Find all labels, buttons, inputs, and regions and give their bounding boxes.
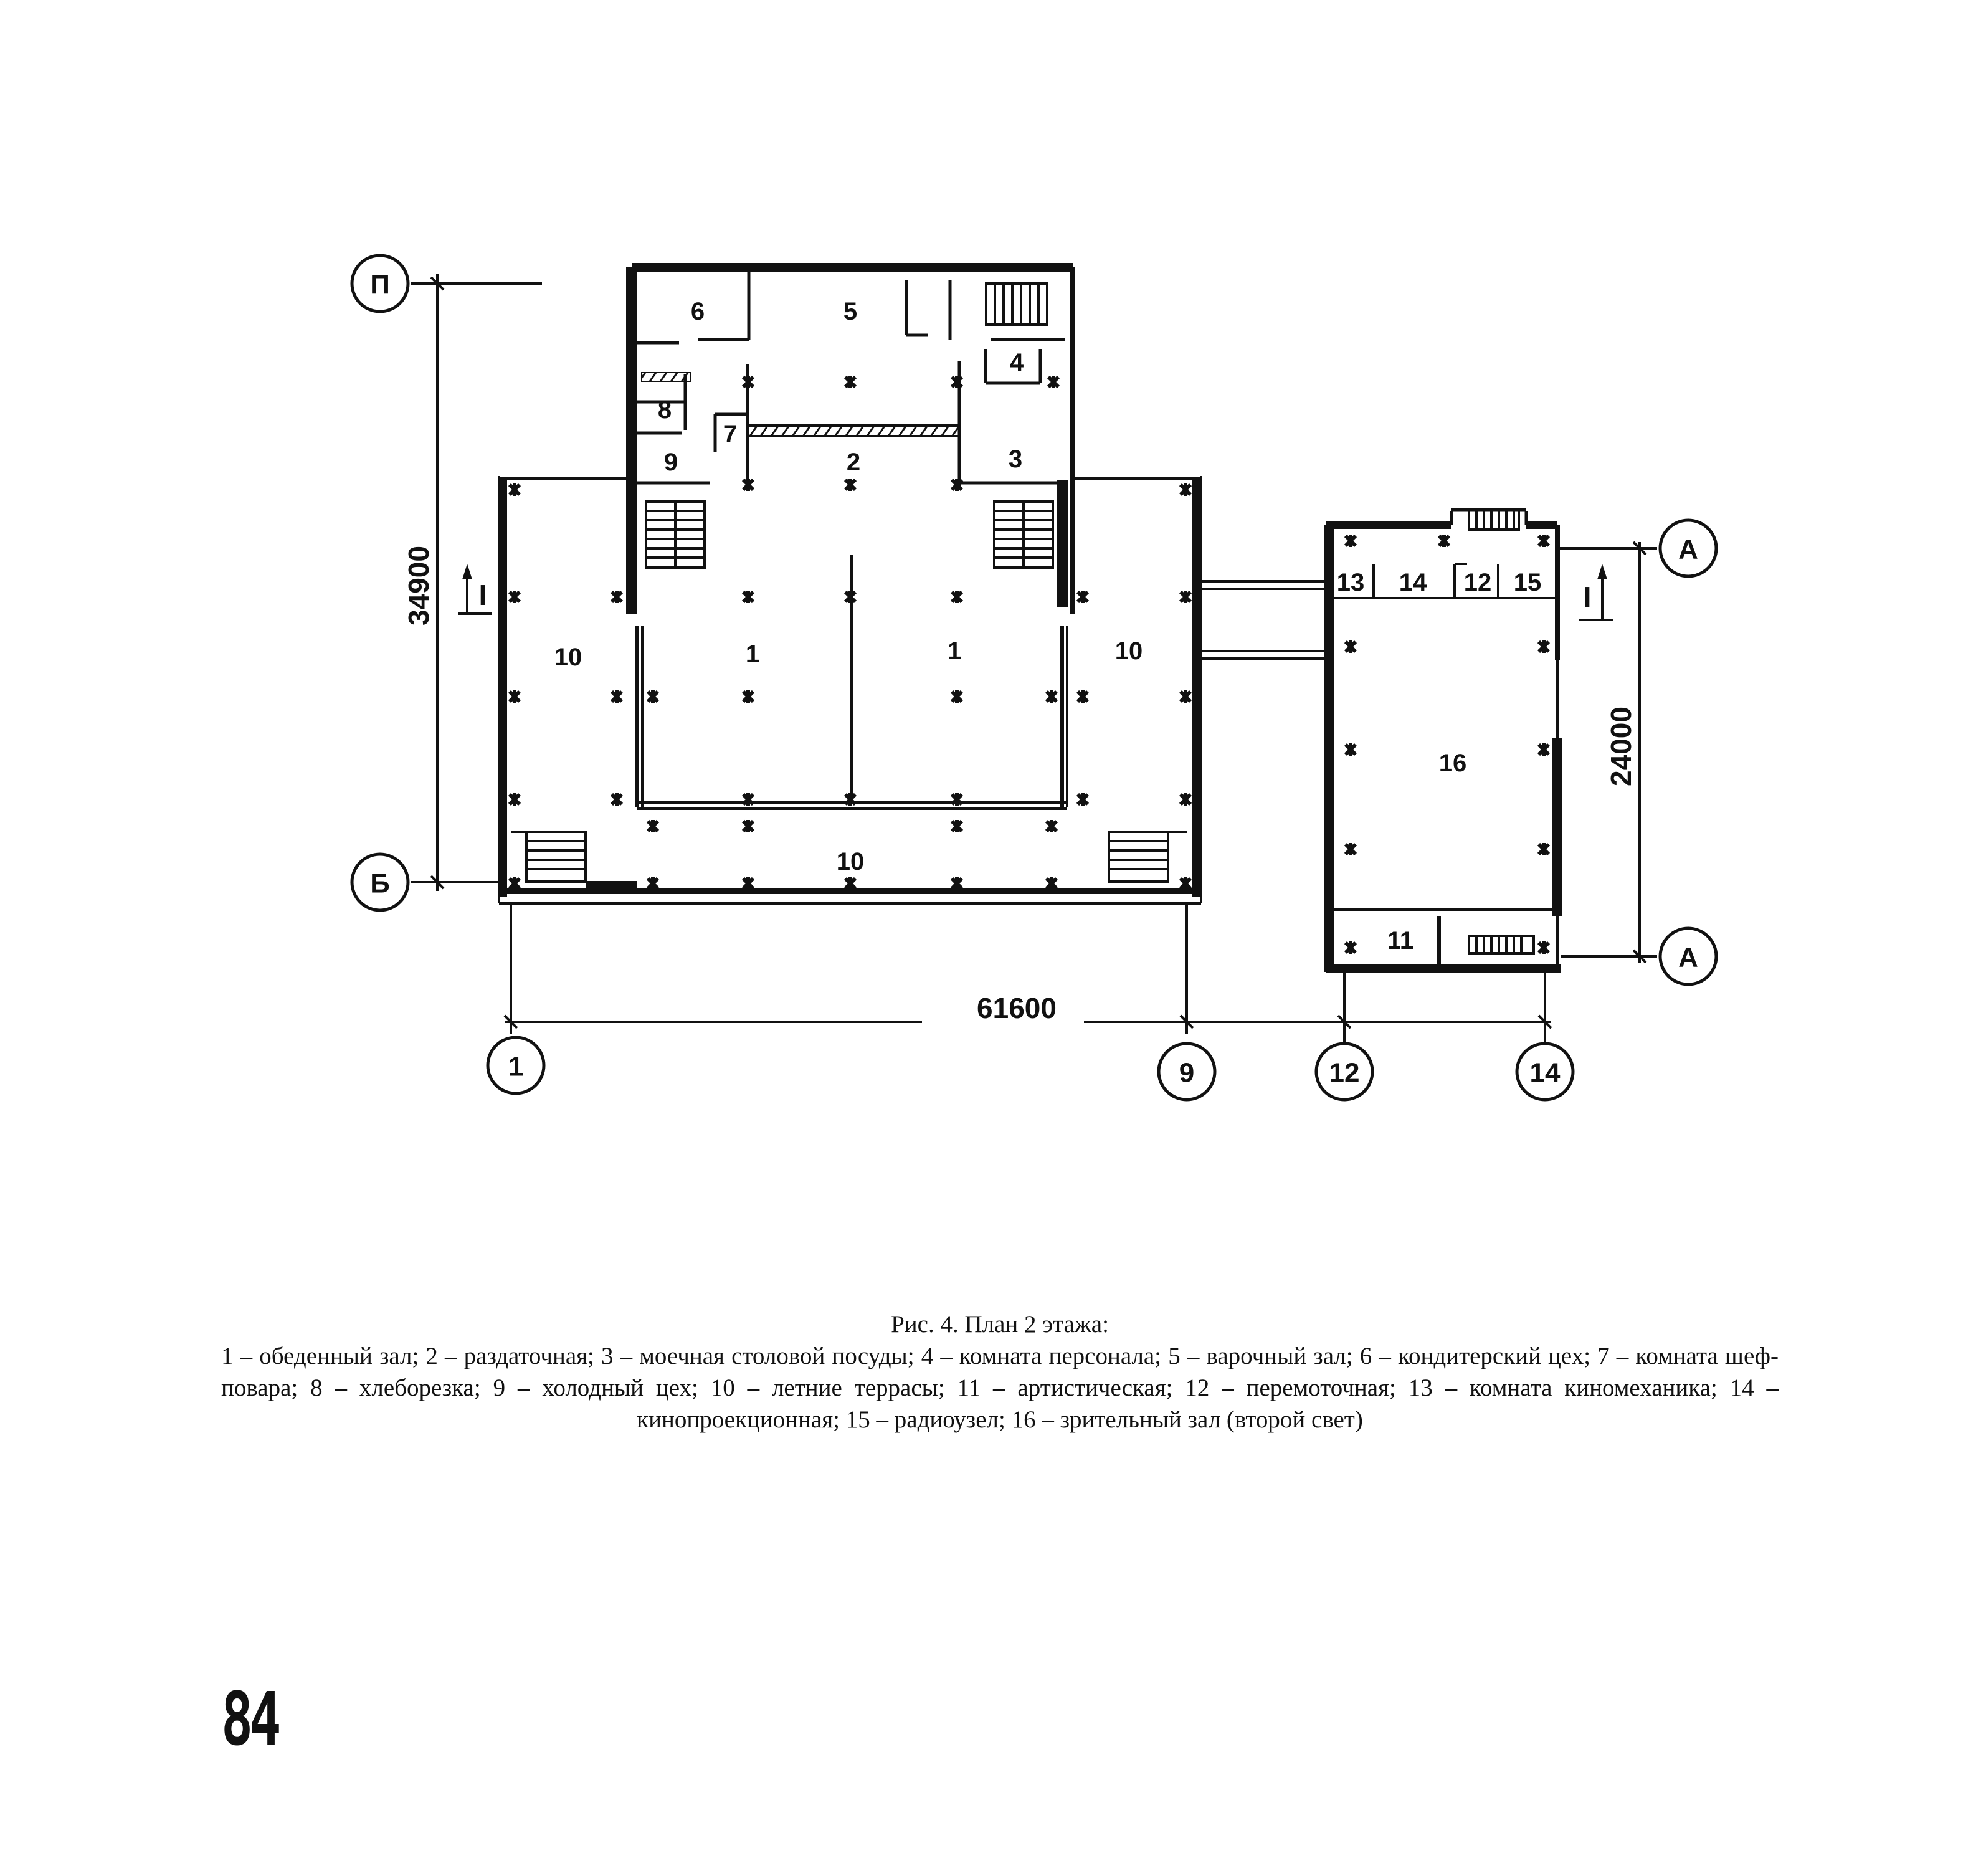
room-label-1-left: 1 xyxy=(746,640,759,668)
axis-label-1: 1 xyxy=(508,1052,523,1082)
dimension-lines xyxy=(411,274,1657,1053)
axis-label-12: 12 xyxy=(1329,1058,1360,1088)
room-label-12: 12 xyxy=(1464,569,1492,596)
section-mark-right: I xyxy=(1584,581,1592,613)
axis-label-9: 9 xyxy=(1179,1058,1194,1088)
annex-building xyxy=(1201,508,1562,973)
legend-item: 6 – кондитерский цех; xyxy=(1359,1343,1598,1369)
legend-item: 3 – моечная столовой посуды; xyxy=(601,1343,921,1369)
legend-item: 11 – артистическая; xyxy=(957,1374,1185,1401)
legend-item: 8 – хлеборезка; xyxy=(310,1374,493,1401)
columns xyxy=(508,375,1551,955)
room-label-4: 4 xyxy=(1010,349,1024,376)
room-label-9: 9 xyxy=(664,449,678,476)
room-label-1-right: 1 xyxy=(948,637,961,665)
legend-item: 1 – обеденный зал; xyxy=(221,1343,426,1369)
legend-item: 15 – радиоузел; xyxy=(845,1406,1012,1433)
legend-item: 13 – комната киномеханика; xyxy=(1408,1374,1730,1401)
legend-item: 2 – раздаточная; xyxy=(425,1343,602,1369)
legend-item: 10 – летние террасы; xyxy=(710,1374,957,1401)
room-label-10-bottom: 10 xyxy=(837,848,865,875)
section-arrows xyxy=(462,564,1607,579)
axis-label-p: П xyxy=(370,270,390,300)
dimension-width: 61600 xyxy=(977,992,1057,1024)
room-label-6: 6 xyxy=(691,298,705,325)
room-label-15: 15 xyxy=(1514,569,1542,596)
legend-item: 7 – комната шеф-повара; xyxy=(221,1343,1779,1401)
room-label-8: 8 xyxy=(658,396,672,424)
room-label-16: 16 xyxy=(1439,750,1467,777)
room-label-13: 13 xyxy=(1337,569,1365,596)
figure-caption: Рис. 4. План 2 этажа: 1 – обеденный зал;… xyxy=(221,1308,1779,1436)
axis-label-14: 14 xyxy=(1530,1058,1561,1088)
axis-bubbles xyxy=(350,254,1718,1102)
dimension-height-annex: 24000 xyxy=(1605,707,1637,786)
legend-item: 4 – комната персонала; xyxy=(921,1343,1169,1369)
page-number: 84 xyxy=(221,1676,282,1762)
axis-label-b: Б xyxy=(370,869,390,899)
room-label-11: 11 xyxy=(1387,927,1413,955)
main-building xyxy=(498,263,1202,905)
dimension-height-main: 34900 xyxy=(402,546,435,626)
legend-item: 5 – варочный зал; xyxy=(1168,1343,1360,1369)
room-label-3: 3 xyxy=(1009,445,1022,473)
room-label-10-right: 10 xyxy=(1115,637,1143,665)
legend-item: 16 – зрительный зал (второй свет) xyxy=(1011,1406,1363,1433)
section-mark-left: I xyxy=(479,579,487,611)
stairs xyxy=(525,282,1535,955)
room-label-2: 2 xyxy=(847,449,860,476)
room-label-5: 5 xyxy=(843,298,857,325)
caption-legend: 1 – обеденный зал; 2 – раздаточная; 3 – … xyxy=(221,1340,1779,1436)
room-label-10-left: 10 xyxy=(554,644,582,671)
caption-title: Рис. 4. План 2 этажа: xyxy=(891,1311,1109,1338)
room-label-7: 7 xyxy=(723,421,737,448)
legend-item: 9 – холодный цех; xyxy=(493,1374,711,1401)
axis-label-a-bottom: А xyxy=(1678,943,1698,973)
room-label-14: 14 xyxy=(1399,569,1427,596)
legend-item: 14 – кинопроекционная; xyxy=(637,1374,1779,1433)
legend-item: 12 – перемоточная; xyxy=(1185,1374,1409,1401)
axis-label-a-top: А xyxy=(1678,535,1698,565)
